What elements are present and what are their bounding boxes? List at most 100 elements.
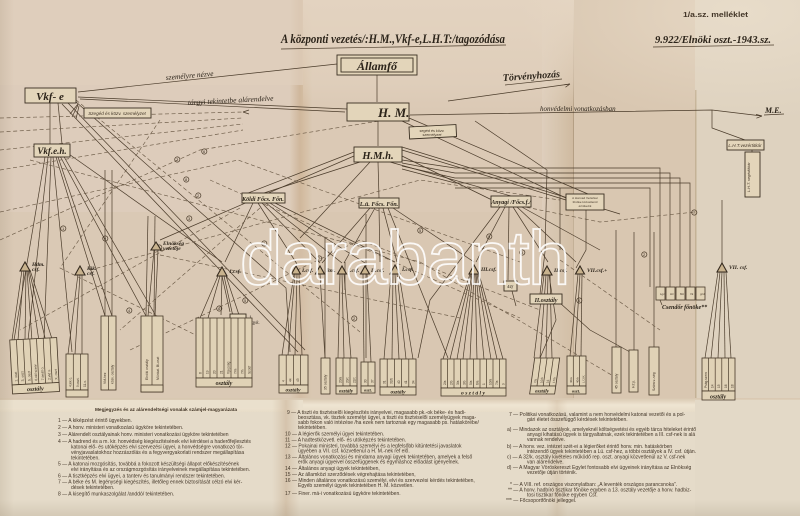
svg-text:18: 18 [730,384,734,388]
svg-text:1. oszt: 1. oszt [14,372,19,382]
svg-text:44: 44 [289,378,293,382]
svg-text:7/h: 7/h [241,369,245,374]
svg-text:35 osztály: 35 osztály [324,374,328,390]
svg-text:1: 1 [62,226,65,231]
svg-text:Egyéb személyi ügyek tekinteté: Egyéb személyi ügyek tekintetében H. M. … [298,483,414,489]
svg-text:20/a: 20/a [339,377,343,383]
svg-text:6 — A tisztképzés elvi ügyei,: 6 — A tisztképzés elvi ügyei, a tanterv … [58,473,225,479]
svg-text:A központi vezetés/:H.M.,Vkf-e: A központi vezetés/:H.M.,Vkf-e,L.H.T:/ta… [280,32,505,46]
svg-text:11 — A hadtestközvetl. elő- é: 11 — A hadtestközvetl. elő- és utóképzés… [285,438,406,444]
svg-text:7: 7 [693,210,696,215]
svg-text:VII.csf.+: VII.csf.+ [587,268,607,274]
svg-text:9.922/Elnöki oszt.-1943.sz.: 9.922/Elnöki oszt.-1943.sz. [655,35,771,46]
svg-text:12 — Pokainai ministeri, tová: 12 — Pokainai ministeri, továbbá személy… [285,444,462,450]
svg-text:7: 7 [318,256,321,261]
svg-text:16: 16 [724,384,728,388]
svg-text:2/a: 2/a [443,380,447,385]
svg-text:6/a: 6/a [476,380,480,385]
svg-text:L.Ü.K.: L.Ü.K. [582,374,586,383]
svg-text:17/b: 17/b [552,377,557,383]
svg-text:43: 43 [296,378,300,382]
svg-text:9: 9 [104,236,107,241]
svg-text:30: 30 [364,379,368,383]
svg-text:személyzet: személyzet [423,133,443,137]
svg-text:1 — A kiképzést érintő ügyekb: 1 — A kiképzést érintő ügyekben. [58,418,132,424]
svg-text:Vk: Vk [690,292,694,296]
svg-text:7 — Politikai vonatkozású, va: 7 — Politikai vonatkozású, valamint a ne… [509,412,686,418]
svg-text:16 — Minden általános vonatko: 16 — Minden általános vonatkozású személ… [285,478,475,484]
svg-text:osztály: osztály [27,386,44,393]
svg-text:11.o.: 11.o. [83,380,87,387]
svg-text:erők anyagi ügyeivel összefügg: erők anyagi ügyeivel összefüggenek és eg… [298,460,459,466]
svg-text:*** — Főcsoportfőnöki jellegg: *** — Főcsoportfőnöki jelleggel. [506,498,576,504]
svg-text:15 — Az államközi szerződések: 15 — Az államközi szerződések végrehajtá… [285,472,416,478]
svg-text:19: 19 [206,370,210,374]
svg-text:osztály: osztály [286,388,302,394]
svg-text:M.E.: M.E. [764,106,781,115]
svg-text:21: 21 [220,370,224,374]
svg-text:7/a: 7/a [495,380,499,385]
svg-text:1: 1 [482,383,486,385]
svg-text:9: 9 [502,383,506,385]
svg-text:Szoüf: Szoüf [248,366,252,374]
svg-text:20: 20 [213,370,217,374]
svg-text:oszt.: oszt. [572,389,580,394]
svg-text:15: 15 [717,384,721,388]
svg-text:vezetője: vezetője [163,246,181,252]
svg-text:Lgv: Lgv [660,292,665,296]
svg-text:6: 6 [203,149,206,154]
svg-text:A Honvéd Vezérkar: A Honvéd Vezérkar [572,196,598,200]
svg-text:3 — Alárendelt osztályainak h: 3 — Alárendelt osztályainak honv. minist… [58,432,229,438]
svg-text:osztály: osztály [339,390,354,395]
svg-text:érintkezik: érintkezik [579,204,592,208]
svg-text:45 osztály: 45 osztály [615,373,619,389]
svg-text:6: 6 [218,306,221,311]
svg-text:osztály: osztály [710,395,727,401]
svg-text:Törvényhozás: Törvényhozás [502,69,560,84]
svg-text:41: 41 [404,380,408,384]
svg-text:Köldi Főcs. Főn.: Köldi Főcs. Főn. [241,197,284,203]
svg-text:osztály: osztály [535,390,550,395]
svg-text:4: 4 [128,308,131,313]
svg-text:I.csf.: I.csf. [401,267,413,273]
svg-text:tekintetében.: tekintetében. [298,425,327,431]
svg-text:L.ü. Főcs. Főn.: L.ü. Főcs. Főn. [359,202,399,208]
svg-text:10/b: 10/b [539,377,544,383]
svg-text:2: 2 [643,252,646,257]
svg-text:Hír: Hír [670,292,674,296]
svg-text:9.oszt.: 9.oszt. [76,377,80,387]
svg-text:Vja pság: Vja pság [227,361,231,374]
svg-text:sabb fokon való intézése /ha e: sabb fokon való intézése /ha ezek nem ta… [298,420,480,426]
svg-text:2 — A honv. ministeri vonatko: 2 — A honv. ministeri vonatkozású ügykör… [58,425,183,431]
svg-text:osztály: osztály [391,390,407,396]
svg-text:8: 8 [185,177,188,182]
svg-text:2.vkf o.: 2.vkf o. [47,369,52,380]
svg-text:8 — A kisegítő munkaszolgálat: 8 — A kisegítő munkaszolgálat /anddó/ te… [58,492,174,498]
svg-text:Anyagi /Főcs.f./: Anyagi /Főcs.f./ [490,200,532,206]
svg-text:II.csf.: II.csf. [553,268,567,274]
svg-text:tekintetében.: tekintetében. [71,455,100,461]
svg-text:a) — Mindazok az osztályok, a: a) — Mindazok az osztályok, amelyeknél k… [507,427,696,433]
svg-text:7 — A béke és M. legénységi k: 7 — A béke és M. legénységi kiegészítés,… [58,480,243,486]
svg-text:főnöke közvetlenül: főnöke közvetlenül [573,200,598,204]
svg-text:L.H.T.vezértitkár: L.H.T.vezértitkár [728,143,762,148]
svg-text:Münkat. Bi-oszt: Münkat. Bi-oszt [156,357,160,380]
svg-text:17 — Finer. má-i vonatkozású: 17 — Finer. má-i vonatkozású ügyköre tek… [285,491,401,497]
svg-text:Szám.v.-ség: Szám.v.-ség [652,372,656,391]
svg-text:40/a: 40/a [569,377,573,383]
svg-text:7: 7 [176,157,179,162]
svg-text:o s z t á l y: o s z t á l y [461,391,485,397]
svg-text:2: 2 [353,316,356,321]
svg-text:7.önáll o.: 7.önáll o. [40,366,45,380]
svg-text:osztály: osztály [216,381,233,387]
svg-text:14: 14 [711,384,715,388]
svg-text:vezetője útján történik.: vezetője útján történik. [527,470,577,476]
svg-text:Vkf- e: Vkf- e [36,91,64,103]
svg-text:csf.: csf. [87,271,95,277]
svg-text:I.csf.: I.csf. [347,268,359,274]
svg-text:dések tekintetében.: dések tekintetében. [71,485,114,491]
svg-text:tosi tisztikar főnöke egyben C: tosi tisztikar főnöke egyben Csf. [527,493,598,499]
svg-text:Vkf-hez: Vkf-hez [103,372,107,384]
svg-text:3: 3 [521,250,524,255]
svg-text:csf.: csf. [32,267,40,273]
